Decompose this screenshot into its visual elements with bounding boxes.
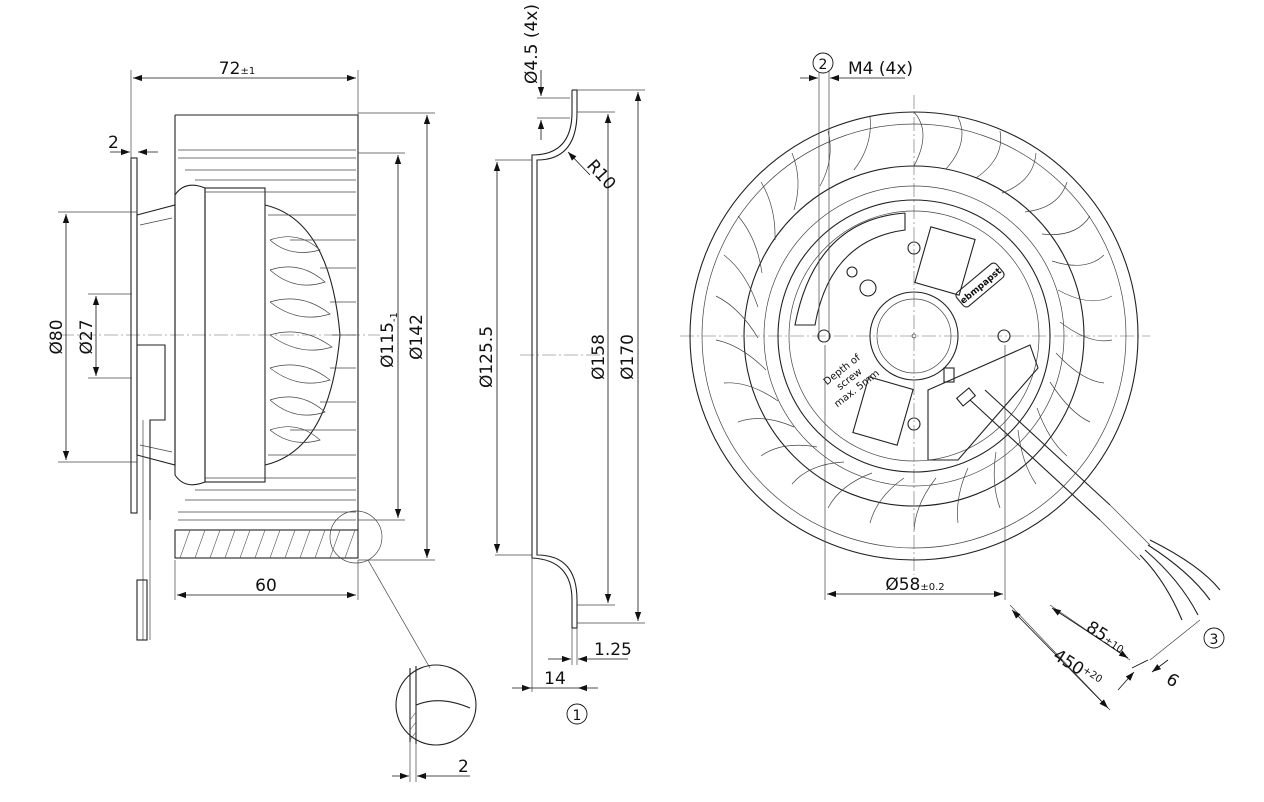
- callout-3-circle: [1203, 627, 1225, 649]
- callout-1-circle: [566, 703, 588, 725]
- dia-115-label: Ø115-1: [378, 312, 400, 368]
- front-view: ebmpapst Depth of screw max. 5mm 2 M4 (4…: [680, 52, 1225, 711]
- flange-thickness-label: 2: [108, 133, 119, 153]
- thread-label: M4 (4x): [848, 59, 913, 79]
- detail-marker-circle: [329, 510, 383, 564]
- dia-27-label: Ø27: [77, 319, 97, 354]
- sheet-thickness-label: 1.25: [594, 640, 632, 660]
- detail-wall-label: 2: [458, 757, 469, 777]
- ring-depth-label: 14: [544, 669, 566, 689]
- hub-dia-label: Ø58±0.2: [885, 575, 944, 595]
- callout-2-circle: [812, 52, 834, 74]
- dia-125-label: Ø125.5: [477, 326, 497, 388]
- hole-dia-label: Ø4.5 (4x): [522, 4, 542, 84]
- overall-length-label: 72±1: [219, 59, 255, 79]
- dia-80-label: Ø80: [47, 319, 67, 354]
- side-view: 72±1 2 Ø80 Ø27 Ø115-1 Ø142 60: [47, 59, 435, 669]
- callout-1-label: 1: [573, 708, 582, 724]
- dia-170-label: Ø170: [618, 334, 638, 380]
- dia-142-label: Ø142: [407, 314, 427, 360]
- blade-ring: [715, 111, 1113, 531]
- callout-3-label: 3: [1210, 632, 1219, 648]
- mounting-holes: [817, 241, 1011, 431]
- cable-length-label: 450+20: [1049, 645, 1105, 691]
- detail-view: 2: [392, 664, 477, 782]
- dia-158-label: Ø158: [589, 334, 609, 380]
- callout-2-label: 2: [819, 57, 828, 73]
- housing-depth-label: 60: [255, 576, 277, 596]
- radius-label: R10: [582, 156, 619, 194]
- wire-end-label: 6: [1162, 669, 1182, 692]
- inlet-ring-view: Ø4.5 (4x) R10 Ø125.5 Ø158 Ø170 1.25 14 1: [477, 4, 645, 725]
- cable-strip-label: 85±10: [1082, 617, 1129, 657]
- section-hatch: [179, 529, 356, 559]
- screw-depth-note: Depth of screw max. 5mm: [822, 352, 882, 410]
